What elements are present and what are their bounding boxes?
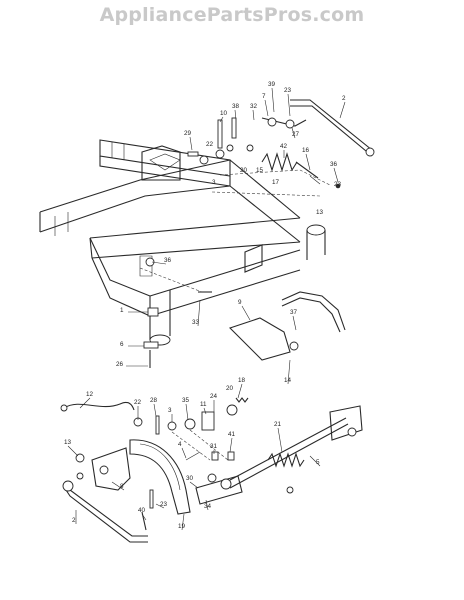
callout-27: 27: [292, 131, 300, 138]
callout-28: 28: [150, 397, 158, 404]
callout-2-low: 2: [72, 517, 76, 524]
callout-40: 40: [138, 507, 146, 514]
callout-38: 38: [232, 103, 240, 110]
callout-labels: 39 2 7 23 38 32 10 29 27 42 22 16 36 20 …: [64, 81, 346, 530]
callout-23-right: 23: [334, 181, 342, 188]
callout-41: 41: [228, 431, 236, 438]
callout-8: 8: [120, 483, 124, 490]
upper-linkage: [187, 99, 375, 197]
watermark-text: AppliancePartsPros.com: [99, 4, 365, 26]
callout-24: 24: [210, 393, 218, 400]
callout-36-top: 36: [330, 161, 338, 168]
callout-21: 21: [274, 421, 282, 428]
callout-22-top: 22: [206, 141, 214, 148]
callout-15: 15: [256, 167, 264, 174]
callout-11: 11: [200, 401, 207, 408]
callout-3-top: 3: [212, 179, 216, 186]
callout-4: 4: [178, 441, 182, 448]
callout-37: 37: [290, 309, 298, 316]
callout-13-top: 13: [316, 209, 324, 216]
callout-36-mid: 36: [164, 257, 172, 264]
callout-20-top: 20: [240, 167, 248, 174]
callout-23-low: 23: [160, 501, 168, 508]
callout-17: 17: [272, 179, 280, 186]
lower-assembly: [60, 397, 363, 543]
callout-20-low: 20: [226, 385, 234, 392]
callout-13-low: 13: [64, 439, 72, 446]
mower-frame: [39, 139, 326, 346]
callout-42: 42: [280, 143, 288, 150]
callout-35: 35: [182, 397, 190, 404]
center-bracket: [139, 255, 346, 368]
callout-33: 33: [192, 319, 200, 326]
leader-lines: [67, 87, 346, 531]
callout-9: 9: [238, 299, 242, 306]
callout-31: 31: [210, 443, 218, 450]
callout-39: 39: [268, 81, 276, 88]
callout-18: 18: [238, 377, 246, 384]
callout-2-top: 2: [342, 95, 346, 102]
callout-1: 1: [120, 307, 124, 314]
callout-34: 34: [204, 503, 212, 510]
callout-10: 10: [220, 110, 228, 117]
callout-16: 16: [302, 147, 310, 154]
callout-5: 5: [316, 459, 320, 466]
callout-23-top: 23: [284, 87, 292, 94]
callout-19: 19: [178, 523, 186, 530]
callout-26: 26: [116, 361, 124, 368]
callout-3-low: 3: [168, 407, 172, 414]
callout-30: 30: [186, 475, 194, 482]
callout-22-low: 22: [134, 399, 142, 406]
callout-29: 29: [184, 130, 192, 137]
callout-14: 14: [284, 377, 292, 384]
callout-6: 6: [120, 341, 124, 348]
callout-7: 7: [262, 93, 266, 100]
callout-32: 32: [250, 103, 258, 110]
callout-12: 12: [86, 391, 94, 398]
